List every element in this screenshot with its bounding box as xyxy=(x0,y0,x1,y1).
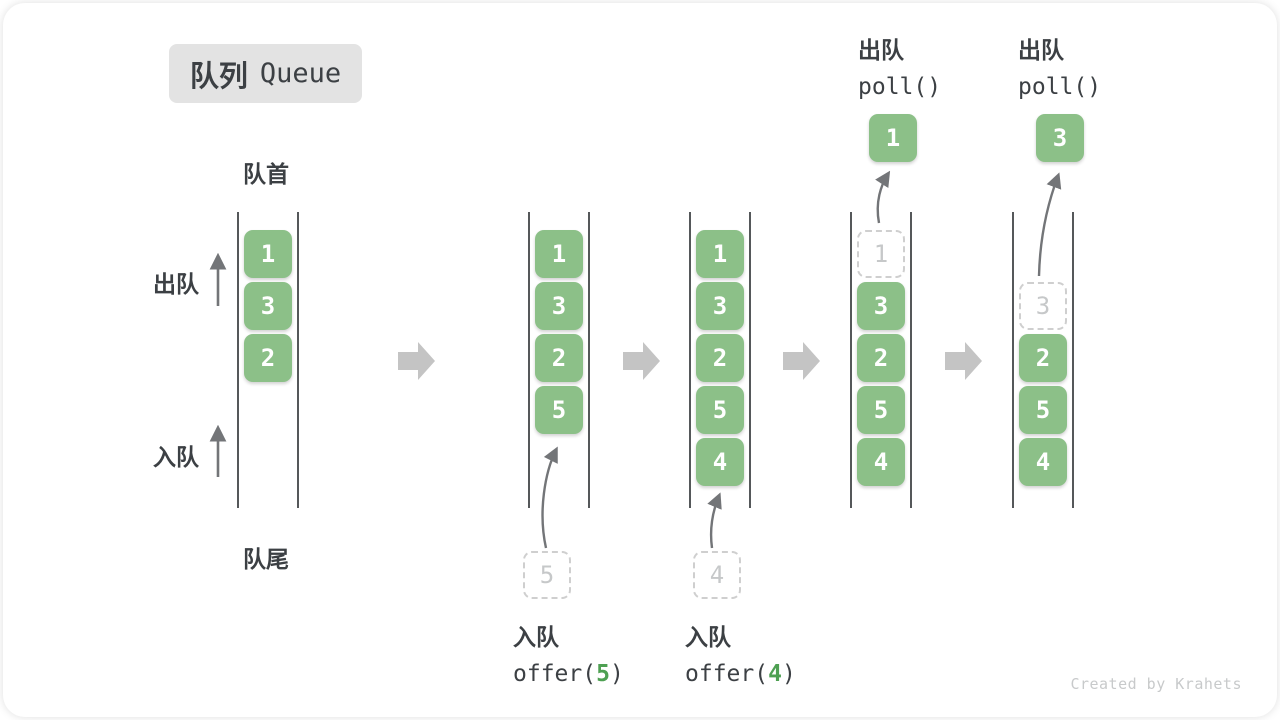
queue-slot-5: 5 xyxy=(857,386,905,434)
label-enqueue: 入队 xyxy=(153,444,199,470)
queue-slot-1: 1 xyxy=(535,230,583,278)
poll-3-label: 出队 xyxy=(1018,37,1064,63)
label-queue-front: 队首 xyxy=(243,161,289,187)
ghost-box-offer-4: 4 xyxy=(693,551,741,599)
ghost-box-offer-5: 5 xyxy=(523,551,571,599)
offer-5-code-arg: 5 xyxy=(596,661,610,687)
queue-wall-left xyxy=(1012,212,1014,508)
title-english: Queue xyxy=(259,58,342,89)
queue-slot-5: 5 xyxy=(1019,386,1067,434)
watermark-credit: Created by Krahets xyxy=(1070,675,1242,693)
offer-5-code: offer(5) xyxy=(513,661,624,687)
operation-caption-offer-5: 入队 offer(5) xyxy=(513,618,624,687)
queue-wall-left xyxy=(528,212,530,508)
queue-slot-3: 3 xyxy=(535,282,583,330)
offer-4-code-arg: 4 xyxy=(768,661,782,687)
queue-slot-5: 5 xyxy=(696,386,744,434)
queue-wall-left xyxy=(237,212,239,508)
queue-wall-right xyxy=(910,212,912,508)
offer-5-code-prefix: offer( xyxy=(513,661,597,687)
queue-wall-right xyxy=(297,212,299,508)
queue-slot-2: 2 xyxy=(535,334,583,382)
title-chinese: 队列 xyxy=(189,60,248,93)
queue-slot-4: 4 xyxy=(696,438,744,486)
poll-3-code: poll() xyxy=(1018,74,1102,100)
queue-slot-5: 5 xyxy=(535,386,583,434)
queue-slot-3: 3 xyxy=(857,282,905,330)
offer-4-code: offer(4) xyxy=(685,661,796,687)
operation-caption-poll-3: 出队 poll() xyxy=(1018,31,1101,100)
queue-slot-2: 2 xyxy=(696,334,744,382)
label-queue-rear: 队尾 xyxy=(243,546,289,572)
queue-wall-left xyxy=(689,212,691,508)
queue-slot-1: 1 xyxy=(696,230,744,278)
queue-slot-removed-1: 1 xyxy=(857,230,905,278)
queue-slot-3: 3 xyxy=(696,282,744,330)
diagram-card xyxy=(3,3,1277,717)
operation-caption-poll-1: 出队 poll() xyxy=(858,31,941,100)
queue-slot-1: 1 xyxy=(244,230,292,278)
offer-5-code-suffix: ) xyxy=(609,661,624,687)
queue-slot-2: 2 xyxy=(244,334,292,382)
queue-slot-removed-3: 3 xyxy=(1019,282,1067,330)
offer-4-code-suffix: ) xyxy=(781,661,796,687)
queue-slot-2: 2 xyxy=(1019,334,1067,382)
offer-5-label: 入队 xyxy=(513,624,559,650)
queue-slot-4: 4 xyxy=(857,438,905,486)
label-dequeue: 出队 xyxy=(153,271,199,297)
title-badge: 队列 Queue xyxy=(169,44,362,103)
poll-1-label: 出队 xyxy=(858,37,904,63)
operation-caption-offer-4: 入队 offer(4) xyxy=(685,618,796,687)
queue-slot-2: 2 xyxy=(857,334,905,382)
queue-wall-right xyxy=(749,212,751,508)
queue-wall-left xyxy=(850,212,852,508)
offer-4-label: 入队 xyxy=(685,624,731,650)
poll-1-code: poll() xyxy=(858,74,942,100)
queue-slot-3: 3 xyxy=(244,282,292,330)
queue-wall-right xyxy=(588,212,590,508)
poll-result-box-3: 3 xyxy=(1036,114,1084,162)
queue-slot-4: 4 xyxy=(1019,438,1067,486)
queue-wall-right xyxy=(1072,212,1074,508)
offer-4-code-prefix: offer( xyxy=(685,661,769,687)
poll-result-box-1: 1 xyxy=(869,114,917,162)
